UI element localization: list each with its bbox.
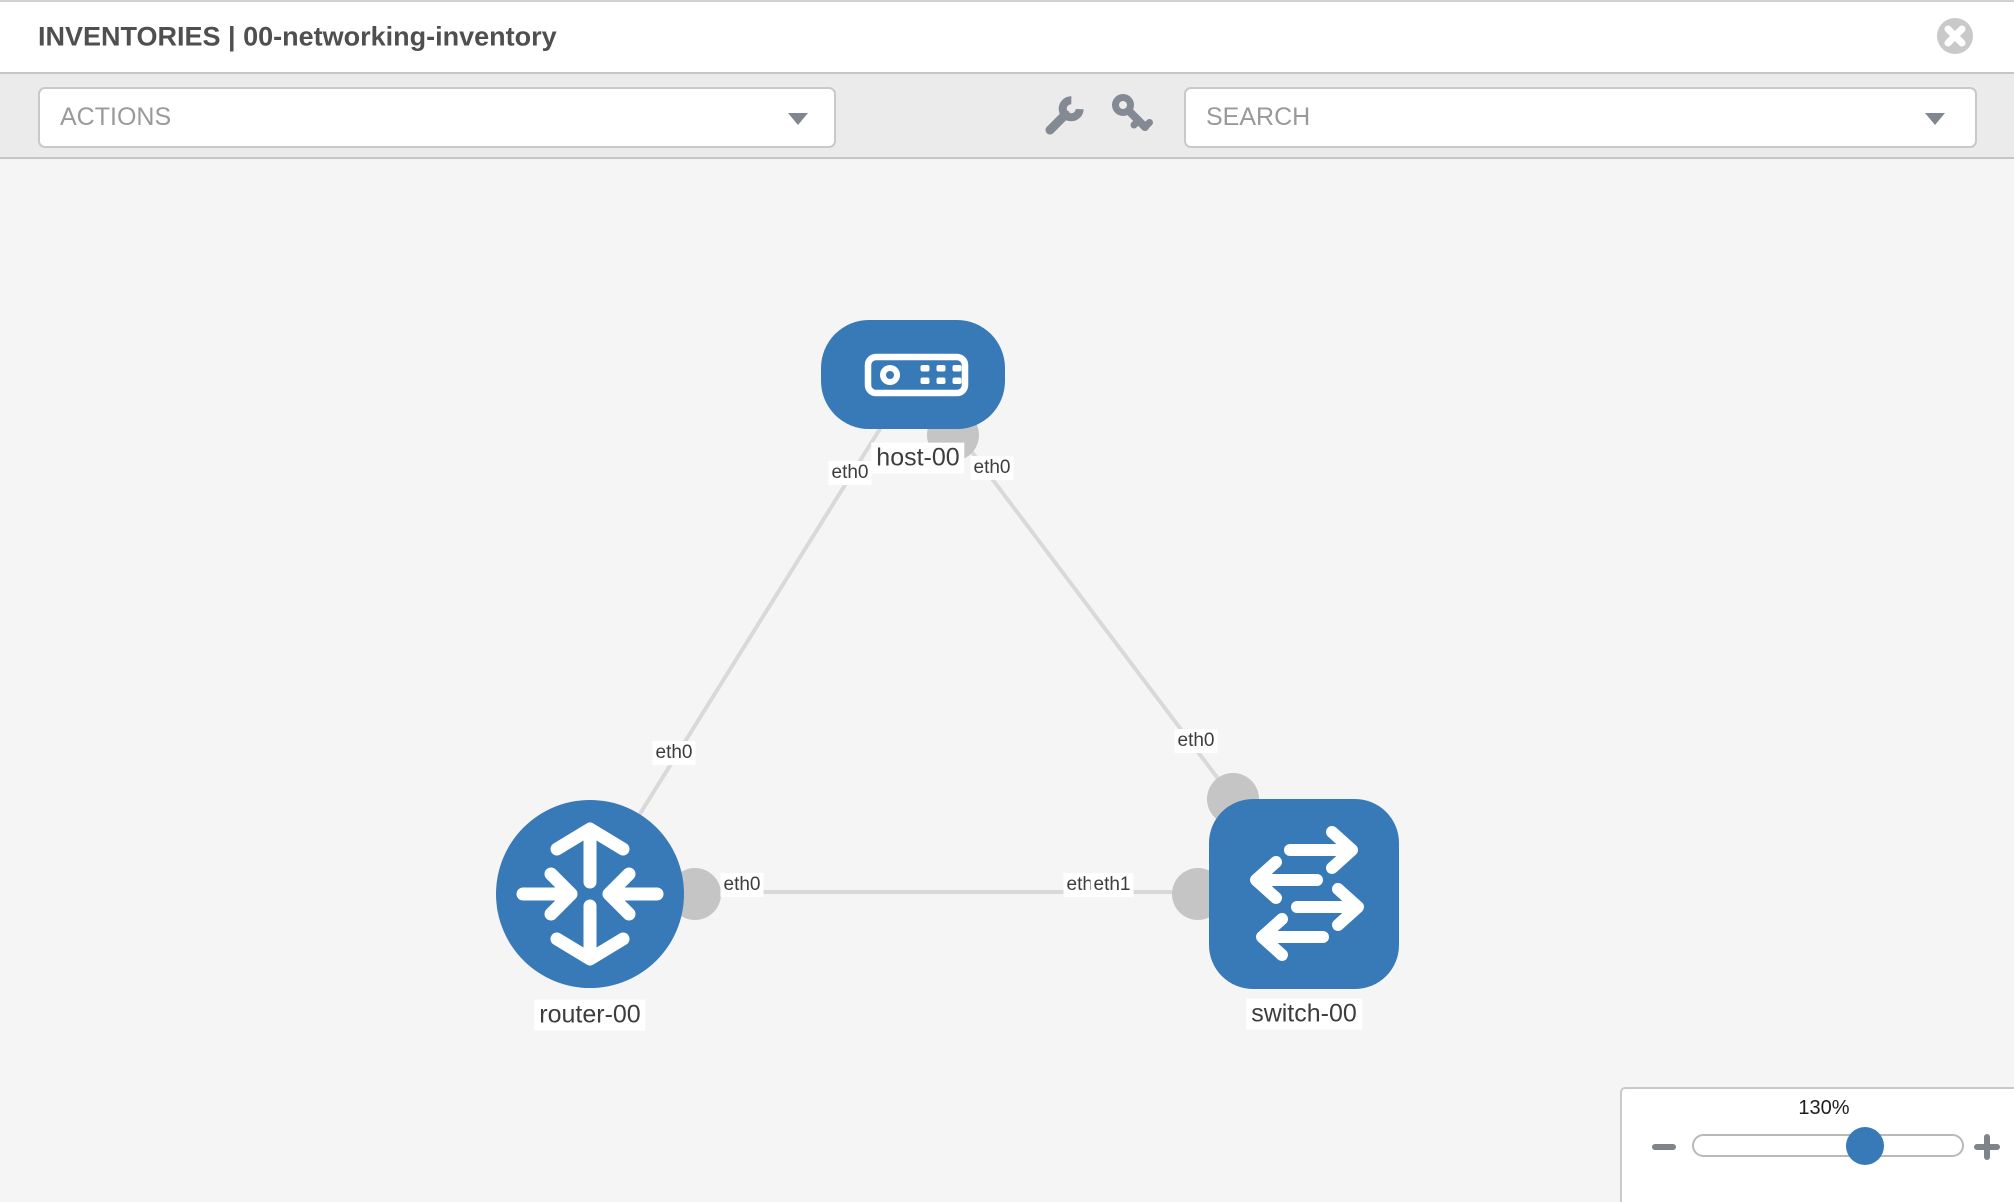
iface-label-switch-uplink: eth0 (1174, 729, 1218, 753)
iface-label-switch-west: eth1 (1090, 873, 1134, 897)
iface-label-router-east: eth0 (720, 873, 764, 897)
chevron-down-icon (1925, 112, 1945, 125)
header-bar: INVENTORIES | 00-networking-inventory (0, 2, 2014, 72)
toolbar: ACTIONS SEARCH (0, 72, 2014, 159)
node-switch-00[interactable] (1209, 799, 1399, 989)
actions-dropdown[interactable]: ACTIONS (38, 87, 836, 148)
node-label-switch: switch-00 (1246, 998, 1362, 1030)
node-label-host: host-00 (871, 442, 965, 474)
zoom-slider-thumb[interactable] (1846, 1127, 1884, 1165)
router-arrows-icon (516, 822, 664, 966)
zoom-percent-label: 130% (1798, 1097, 1850, 1119)
chevron-down-icon (788, 112, 808, 125)
key-icon[interactable] (1109, 92, 1157, 140)
search-placeholder: SEARCH (1206, 103, 1311, 131)
close-icon[interactable] (1936, 17, 1974, 55)
iface-label-router-uplink: eth0 (652, 741, 696, 765)
node-label-router: router-00 (534, 999, 646, 1031)
iface-label-host-left: eth0 (828, 461, 872, 485)
search-dropdown[interactable]: SEARCH (1184, 87, 1977, 148)
zoom-control-panel: 130% (1620, 1087, 2014, 1202)
server-icon (864, 353, 969, 397)
node-host-00[interactable] (821, 320, 1005, 429)
page-title: INVENTORIES | 00-networking-inventory (38, 21, 557, 52)
plus-icon[interactable] (1973, 1133, 2001, 1161)
actions-dropdown-value: ACTIONS (60, 103, 172, 131)
switch-arrows-icon (1250, 826, 1364, 961)
minus-icon[interactable] (1650, 1133, 1678, 1161)
wrench-icon[interactable] (1038, 92, 1086, 140)
topology-canvas[interactable]: host-00 router-00 switch-00 eth0 eth0 et… (0, 159, 2014, 1202)
link-lines (588, 422, 1307, 896)
iface-label-host-right: eth0 (970, 456, 1014, 480)
node-router-00[interactable] (496, 800, 684, 988)
zoom-slider-track[interactable] (1692, 1134, 1964, 1157)
